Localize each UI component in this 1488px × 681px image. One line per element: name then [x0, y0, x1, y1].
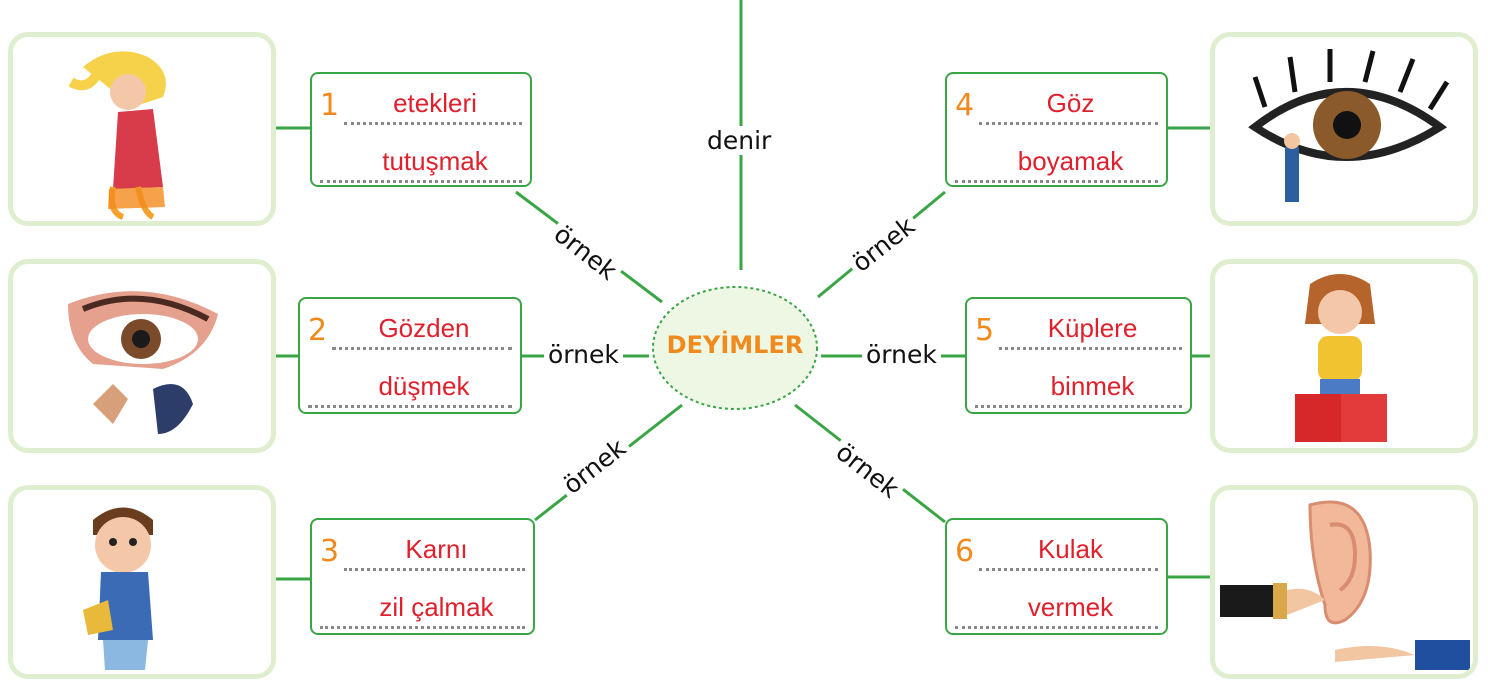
- label-ornek-2: örnek: [544, 340, 623, 369]
- answer-box-4: 4 Göz boyamak: [945, 72, 1168, 187]
- answer-word-1: Göz: [1046, 88, 1095, 118]
- answer-line: [955, 180, 1158, 183]
- answer-box-5: 5 Küplere binmek: [965, 297, 1192, 414]
- answer-line: [999, 347, 1182, 350]
- picture-box-1: [8, 32, 276, 226]
- answer-word-1: Karnı: [405, 534, 468, 564]
- center-title: DEYİMLER: [666, 331, 804, 359]
- answer-word-1: Küplere: [1047, 313, 1138, 343]
- answer-box-1: 1 etekleri tutuşmak: [310, 72, 532, 187]
- label-denir: denir: [703, 126, 776, 155]
- label-ornek-5: örnek: [862, 340, 941, 369]
- item-number: 2: [308, 313, 328, 348]
- answer-line: [979, 122, 1158, 125]
- answer-line: [320, 180, 522, 183]
- eye-falling-man-illustration: [68, 291, 218, 434]
- answer-word-1: etekleri: [393, 88, 477, 118]
- answer-line: [975, 405, 1182, 408]
- panicked-woman-illustration: [68, 51, 166, 220]
- picture-box-6: [1210, 485, 1478, 679]
- angry-girl-on-boxes-illustration: [1295, 274, 1387, 442]
- answer-word-2: binmek: [1050, 371, 1135, 401]
- item-number: 6: [955, 534, 975, 569]
- answer-word-1: Kulak: [1037, 534, 1104, 564]
- answer-line: [344, 568, 525, 571]
- picture-box-4: [1210, 32, 1478, 226]
- answer-line: [344, 122, 522, 125]
- center-node: DEYİMLER: [649, 283, 821, 413]
- answer-line: [332, 347, 512, 350]
- picture-box-2: [8, 259, 276, 453]
- answer-box-2: 2 Gözden düşmek: [298, 297, 522, 414]
- answer-line: [320, 626, 525, 629]
- ear-and-hands-illustration: [1220, 500, 1470, 670]
- answer-line: [308, 405, 512, 408]
- center-cloud-shape: [652, 286, 818, 410]
- answer-word-2: tutuşmak: [382, 146, 488, 176]
- item-number: 5: [975, 313, 995, 348]
- answer-word-2: düşmek: [378, 371, 470, 401]
- painted-eye-illustration: [1248, 49, 1450, 202]
- answer-word-2: zil çalmak: [379, 592, 494, 622]
- picture-box-3: [8, 485, 276, 679]
- answer-box-3: 3 Karnı zil çalmak: [310, 518, 535, 635]
- picture-box-5: [1210, 259, 1478, 453]
- answer-line: [955, 626, 1158, 629]
- answer-word-2: vermek: [1027, 592, 1114, 622]
- answer-box-6: 6 Kulak vermek: [945, 518, 1168, 635]
- hungry-boy-illustration: [83, 507, 153, 670]
- item-number: 3: [320, 534, 340, 569]
- item-number: 4: [955, 88, 975, 123]
- item-number: 1: [320, 88, 340, 123]
- answer-word-2: boyamak: [1017, 146, 1124, 176]
- answer-line: [979, 568, 1158, 571]
- answer-word-1: Gözden: [378, 313, 470, 343]
